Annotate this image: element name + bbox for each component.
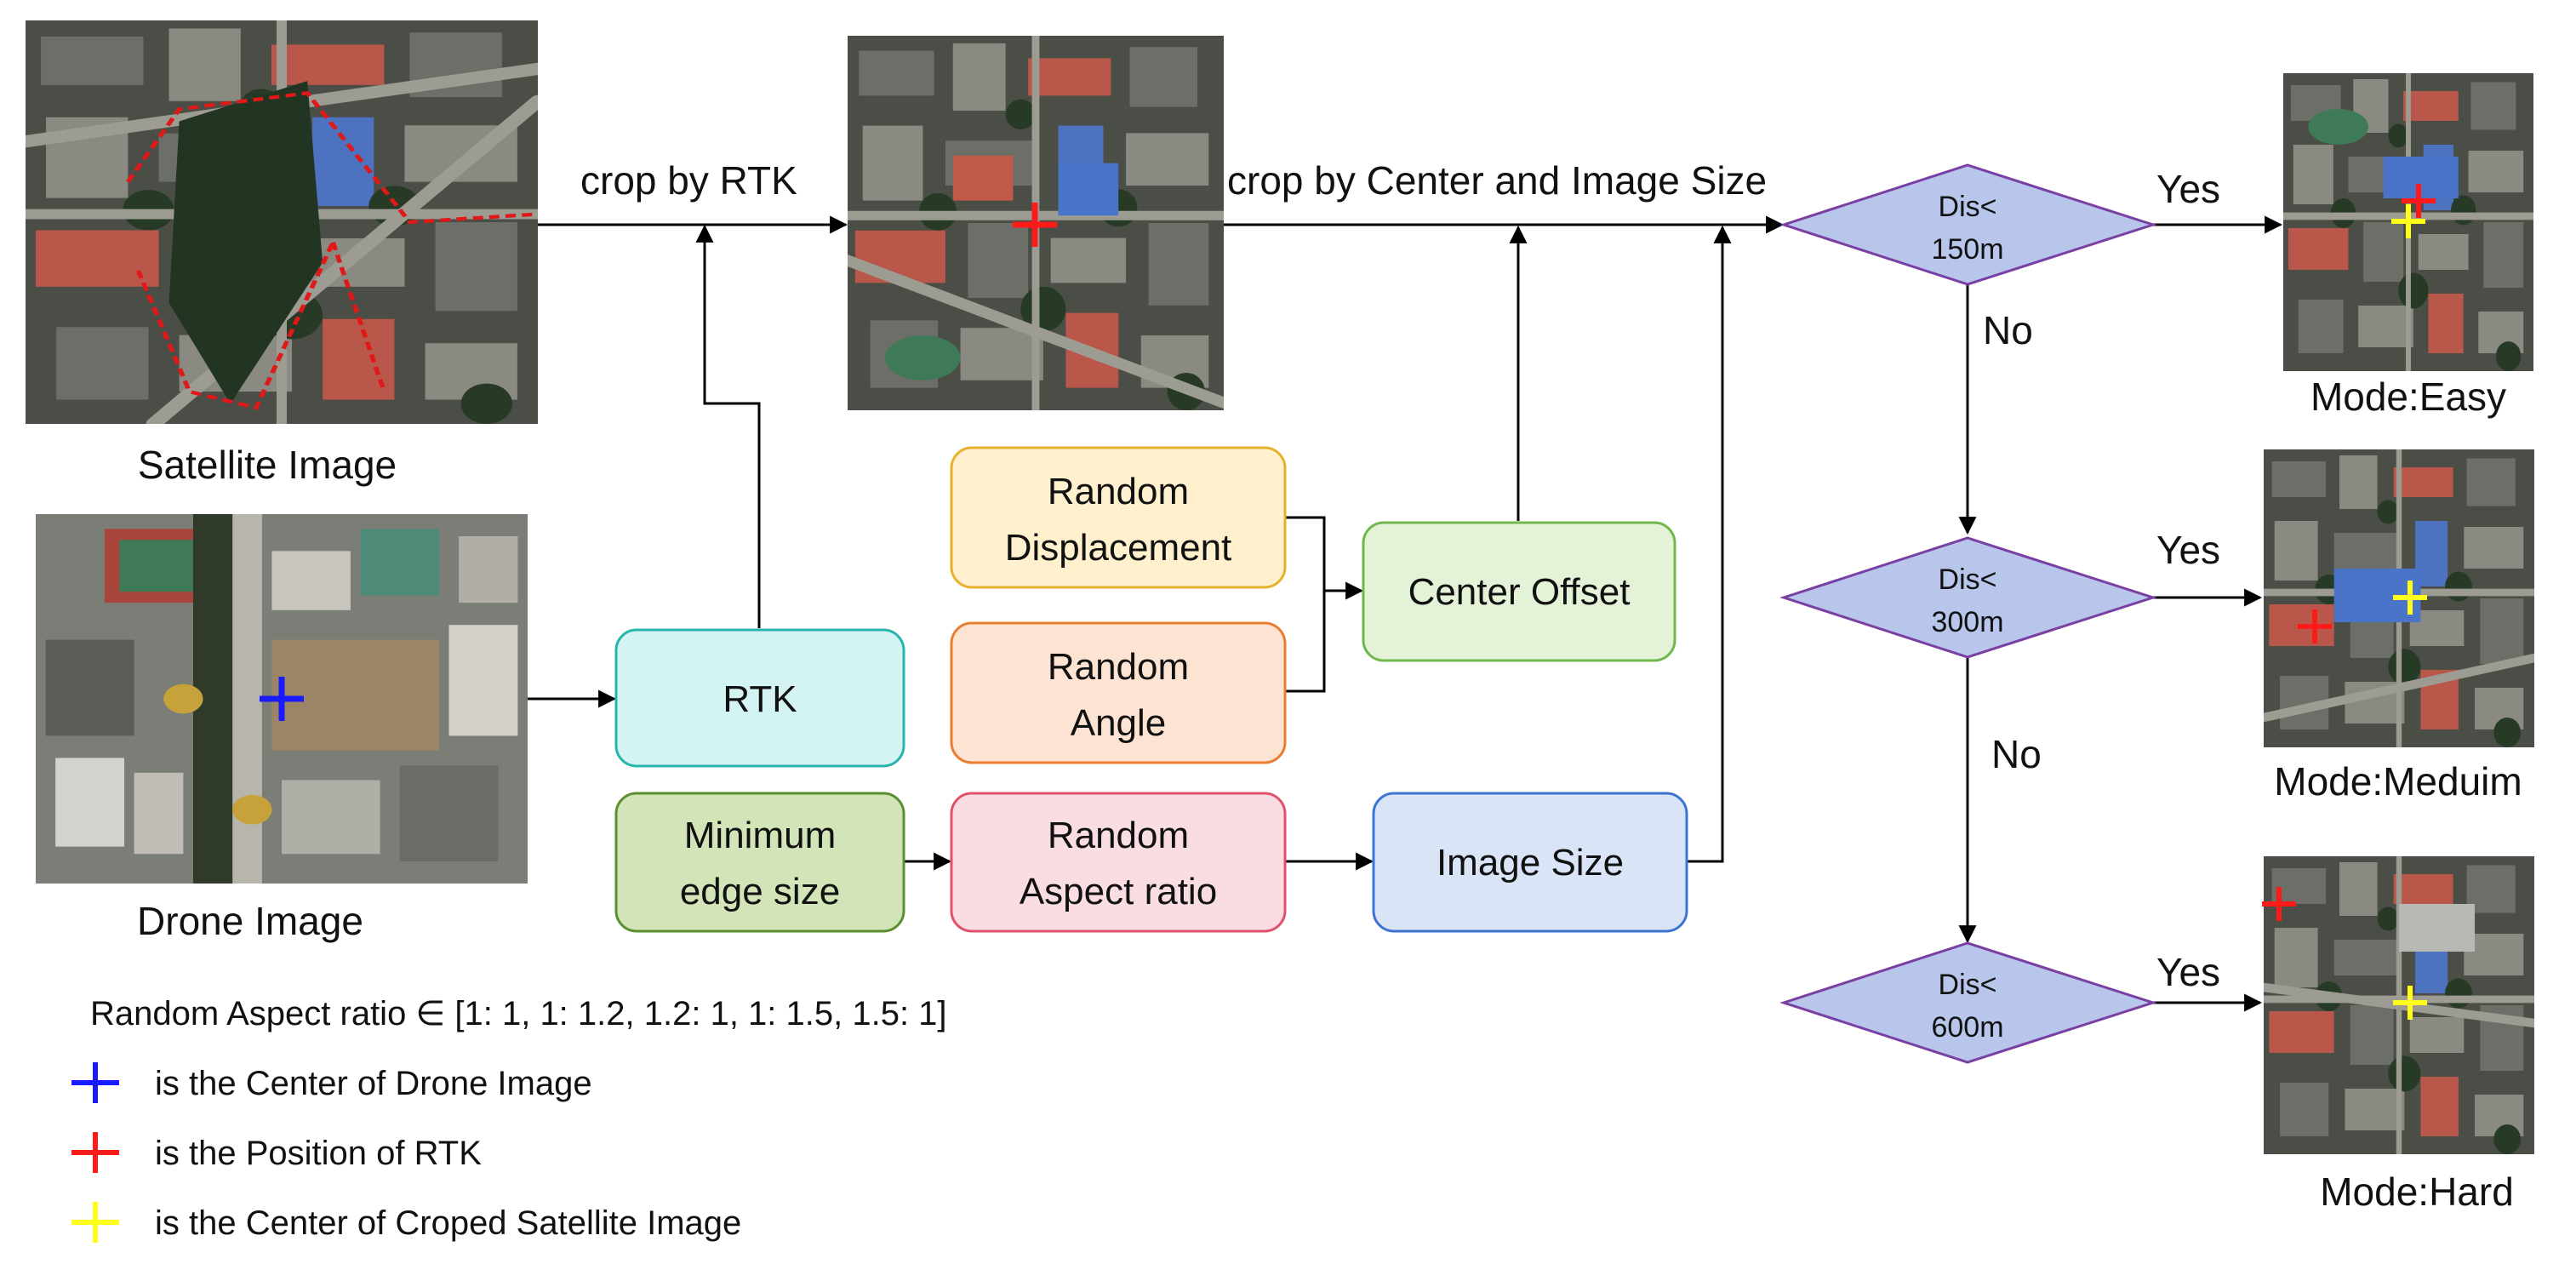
decision-150m-line1: Dis< [1939,191,1997,223]
legend-cropped-center-text: is the Center of Croped Satellite Image [155,1204,741,1242]
legend-yellow-cross-icon [71,1202,119,1243]
decision-300m: Dis< 300m [1779,536,2157,659]
image-size-label: Image Size [1437,842,1624,884]
no-label-1: No [1983,308,2033,352]
decision-600m-line1: Dis< [1939,969,1997,1001]
edge-size-up [1687,225,1732,863]
center-offset-box: Center Offset [1362,521,1676,662]
random-angle-label-2: Angle [1071,702,1167,744]
random-displacement-label-2: Displacement [1005,527,1232,569]
image-size-box: Image Size [1372,792,1688,933]
mode-medium-label: Mode:Meduim [2274,759,2522,804]
mode-hard-markers [2262,887,2427,1020]
decision-300m-line1: Dis< [1939,563,1997,596]
decision-300m-line2: 300m [1931,606,2003,638]
rtk-box: RTK [614,628,905,768]
edge-displacement-join [1285,516,1326,591]
satellite-image-caption: Satellite Image [138,443,397,487]
edge-angle-join [1285,591,1326,693]
random-angle-label-1: Random [1048,646,1189,688]
aspect-ratio-note: Random Aspect ratio ∈ [1: 1, 1: 1.2, 1.2… [90,995,947,1032]
mode-medium-markers [2298,581,2427,643]
yes-label-3: Yes [2156,950,2220,994]
drone-image-caption: Drone Image [137,899,363,943]
random-displacement-box: Random Displacement [950,446,1287,589]
mode-hard-label: Mode:Hard [2320,1170,2514,1214]
cropped-satellite-image [848,36,1224,410]
drone-image [36,514,528,884]
minimum-edge-label-2: edge size [680,871,840,912]
legend-drone-center-text: is the Center of Drone Image [155,1065,592,1102]
edge-rtk-up [695,224,761,628]
satellite-image [26,20,538,424]
decision-600m-line2: 600m [1931,1011,2003,1044]
legend: Random Aspect ratio ∈ [1: 1, 1: 1.2, 1.2… [71,995,947,1243]
crop-by-center-label: crop by Center and Image Size [1227,158,1767,203]
mode-easy-markers [2391,184,2436,238]
no-label-2: No [1991,732,2042,776]
minimum-edge-label-1: Minimum [684,815,836,856]
yes-label-2: Yes [2156,528,2220,572]
center-offset-label: Center Offset [1408,571,1631,613]
cropped-rtk-marker [1013,203,1057,247]
random-aspect-label-2: Aspect ratio [1020,871,1217,912]
decision-150m: Dis< 150m [1779,163,2157,286]
drone-center-marker [260,677,304,721]
random-displacement-label-1: Random [1048,471,1189,512]
random-aspect-label-1: Random [1048,815,1189,856]
decision-150m-line2: 150m [1931,233,2003,266]
legend-blue-cross-icon [71,1062,119,1103]
minimum-edge-box: Minimum edge size [614,792,905,933]
legend-rtk-text: is the Position of RTK [155,1135,482,1172]
crop-by-rtk-label: crop by RTK [580,158,797,203]
random-angle-box: Random Angle [950,621,1287,764]
legend-red-cross-icon [71,1132,119,1173]
random-aspect-box: Random Aspect ratio [950,792,1287,933]
yes-label-1: Yes [2156,167,2220,211]
mode-easy-label: Mode:Easy [2310,375,2506,419]
rtk-label: RTK [723,678,797,720]
decision-600m: Dis< 600m [1779,941,2157,1064]
